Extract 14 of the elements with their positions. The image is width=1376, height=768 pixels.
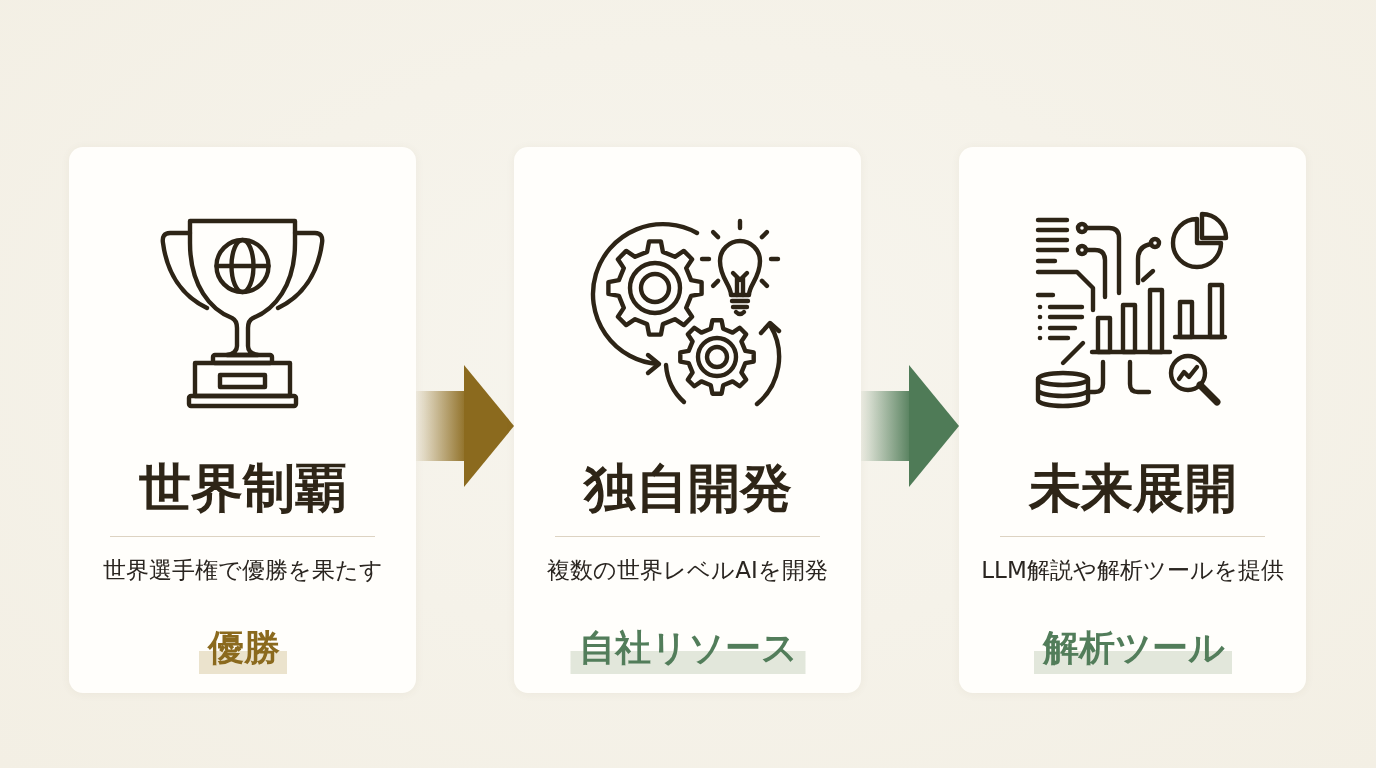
keyword-highlight: 自社リソース bbox=[570, 628, 805, 674]
step-description: 世界選手権で優勝を果たす bbox=[102, 556, 383, 585]
keyword-highlight: 解析ツール bbox=[1033, 628, 1232, 674]
step-description: 複数の世界レベルAIを開発 bbox=[547, 556, 828, 585]
step-description: LLM解説や解析ツールを提供 bbox=[981, 556, 1284, 585]
step-title: 独自開発 bbox=[583, 457, 792, 519]
step-title: 世界制覇 bbox=[138, 457, 347, 519]
arrow bbox=[416, 365, 514, 487]
step-card bbox=[959, 147, 1306, 693]
step-title: 未来展開 bbox=[1028, 457, 1237, 519]
arrow bbox=[861, 365, 959, 487]
step-card bbox=[69, 147, 416, 693]
step-card bbox=[514, 147, 861, 693]
keyword-highlight: 優勝 bbox=[198, 628, 287, 674]
